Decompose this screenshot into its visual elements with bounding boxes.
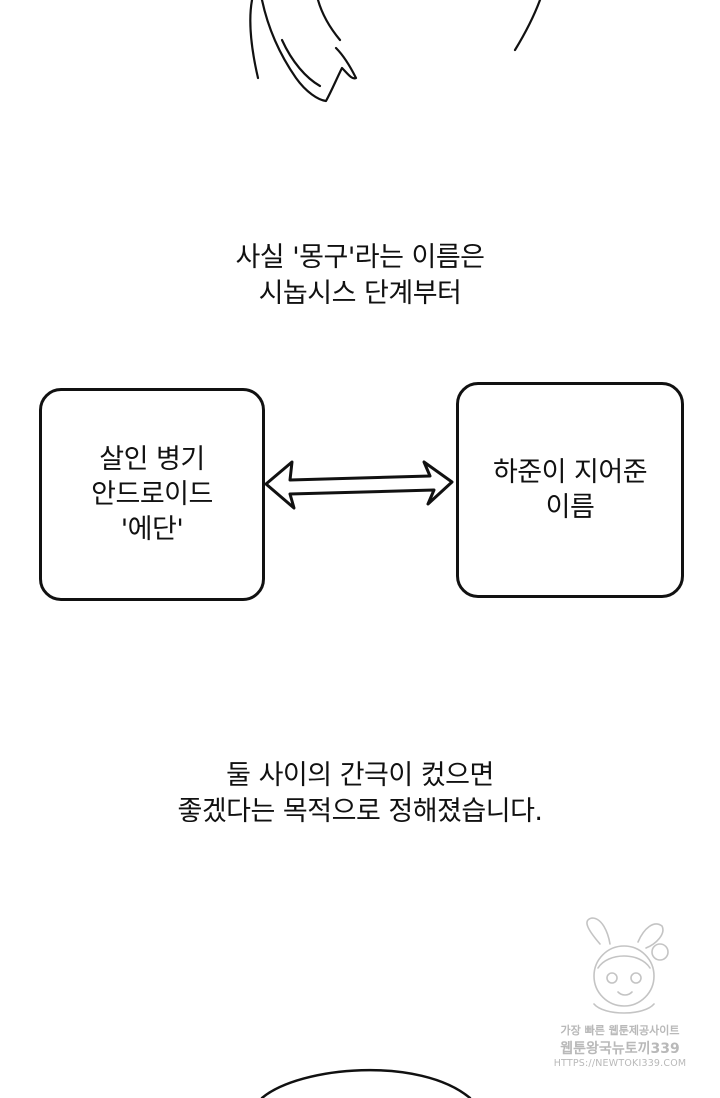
right-box-line1: 하준이 지어준 (492, 457, 648, 488)
left-box-line2: 안드로이드 (91, 479, 213, 510)
left-box-line3: '에단' (120, 514, 184, 545)
narration-top-line1: 사실 '몽구'라는 이름은 (235, 242, 485, 273)
watermark-line3: HTTPS://NEWTOKI339.COM (553, 1058, 687, 1069)
narration-top-line2: 시놉시스 단계부터 (258, 278, 462, 309)
double-arrow-icon (264, 460, 454, 510)
left-concept-box: 살인 병기 안드로이드 '에단' (39, 388, 265, 601)
watermark-line2: 웹툰왕국뉴토끼339 (560, 1041, 680, 1057)
narration-top: 사실 '몽구'라는 이름은 시놉시스 단계부터 (0, 240, 720, 312)
left-box-line1: 살인 병기 (99, 444, 205, 475)
narration-bottom-line2: 좋겠다는 목적으로 정해졌습니다. (177, 796, 543, 827)
next-panel-arc (260, 1068, 472, 1098)
narration-bottom: 둘 사이의 간극이 컸으면 좋겠다는 목적으로 정해졌습니다. (0, 758, 720, 830)
narration-bottom-line1: 둘 사이의 간극이 컸으면 (226, 760, 494, 791)
site-watermark: 가장 빠른 웹툰제공사이트 웹툰왕국뉴토끼339 HTTPS://NEWTOKI… (548, 912, 692, 1082)
watermark-line1: 가장 빠른 웹툰제공사이트 (560, 1024, 680, 1037)
hand-sketch (249, 0, 358, 103)
sketch-stroke (513, 0, 542, 52)
watermark-rabbit-icon (586, 917, 669, 1014)
right-box-line2: 이름 (545, 492, 595, 523)
right-concept-box: 하준이 지어준 이름 (456, 382, 684, 598)
